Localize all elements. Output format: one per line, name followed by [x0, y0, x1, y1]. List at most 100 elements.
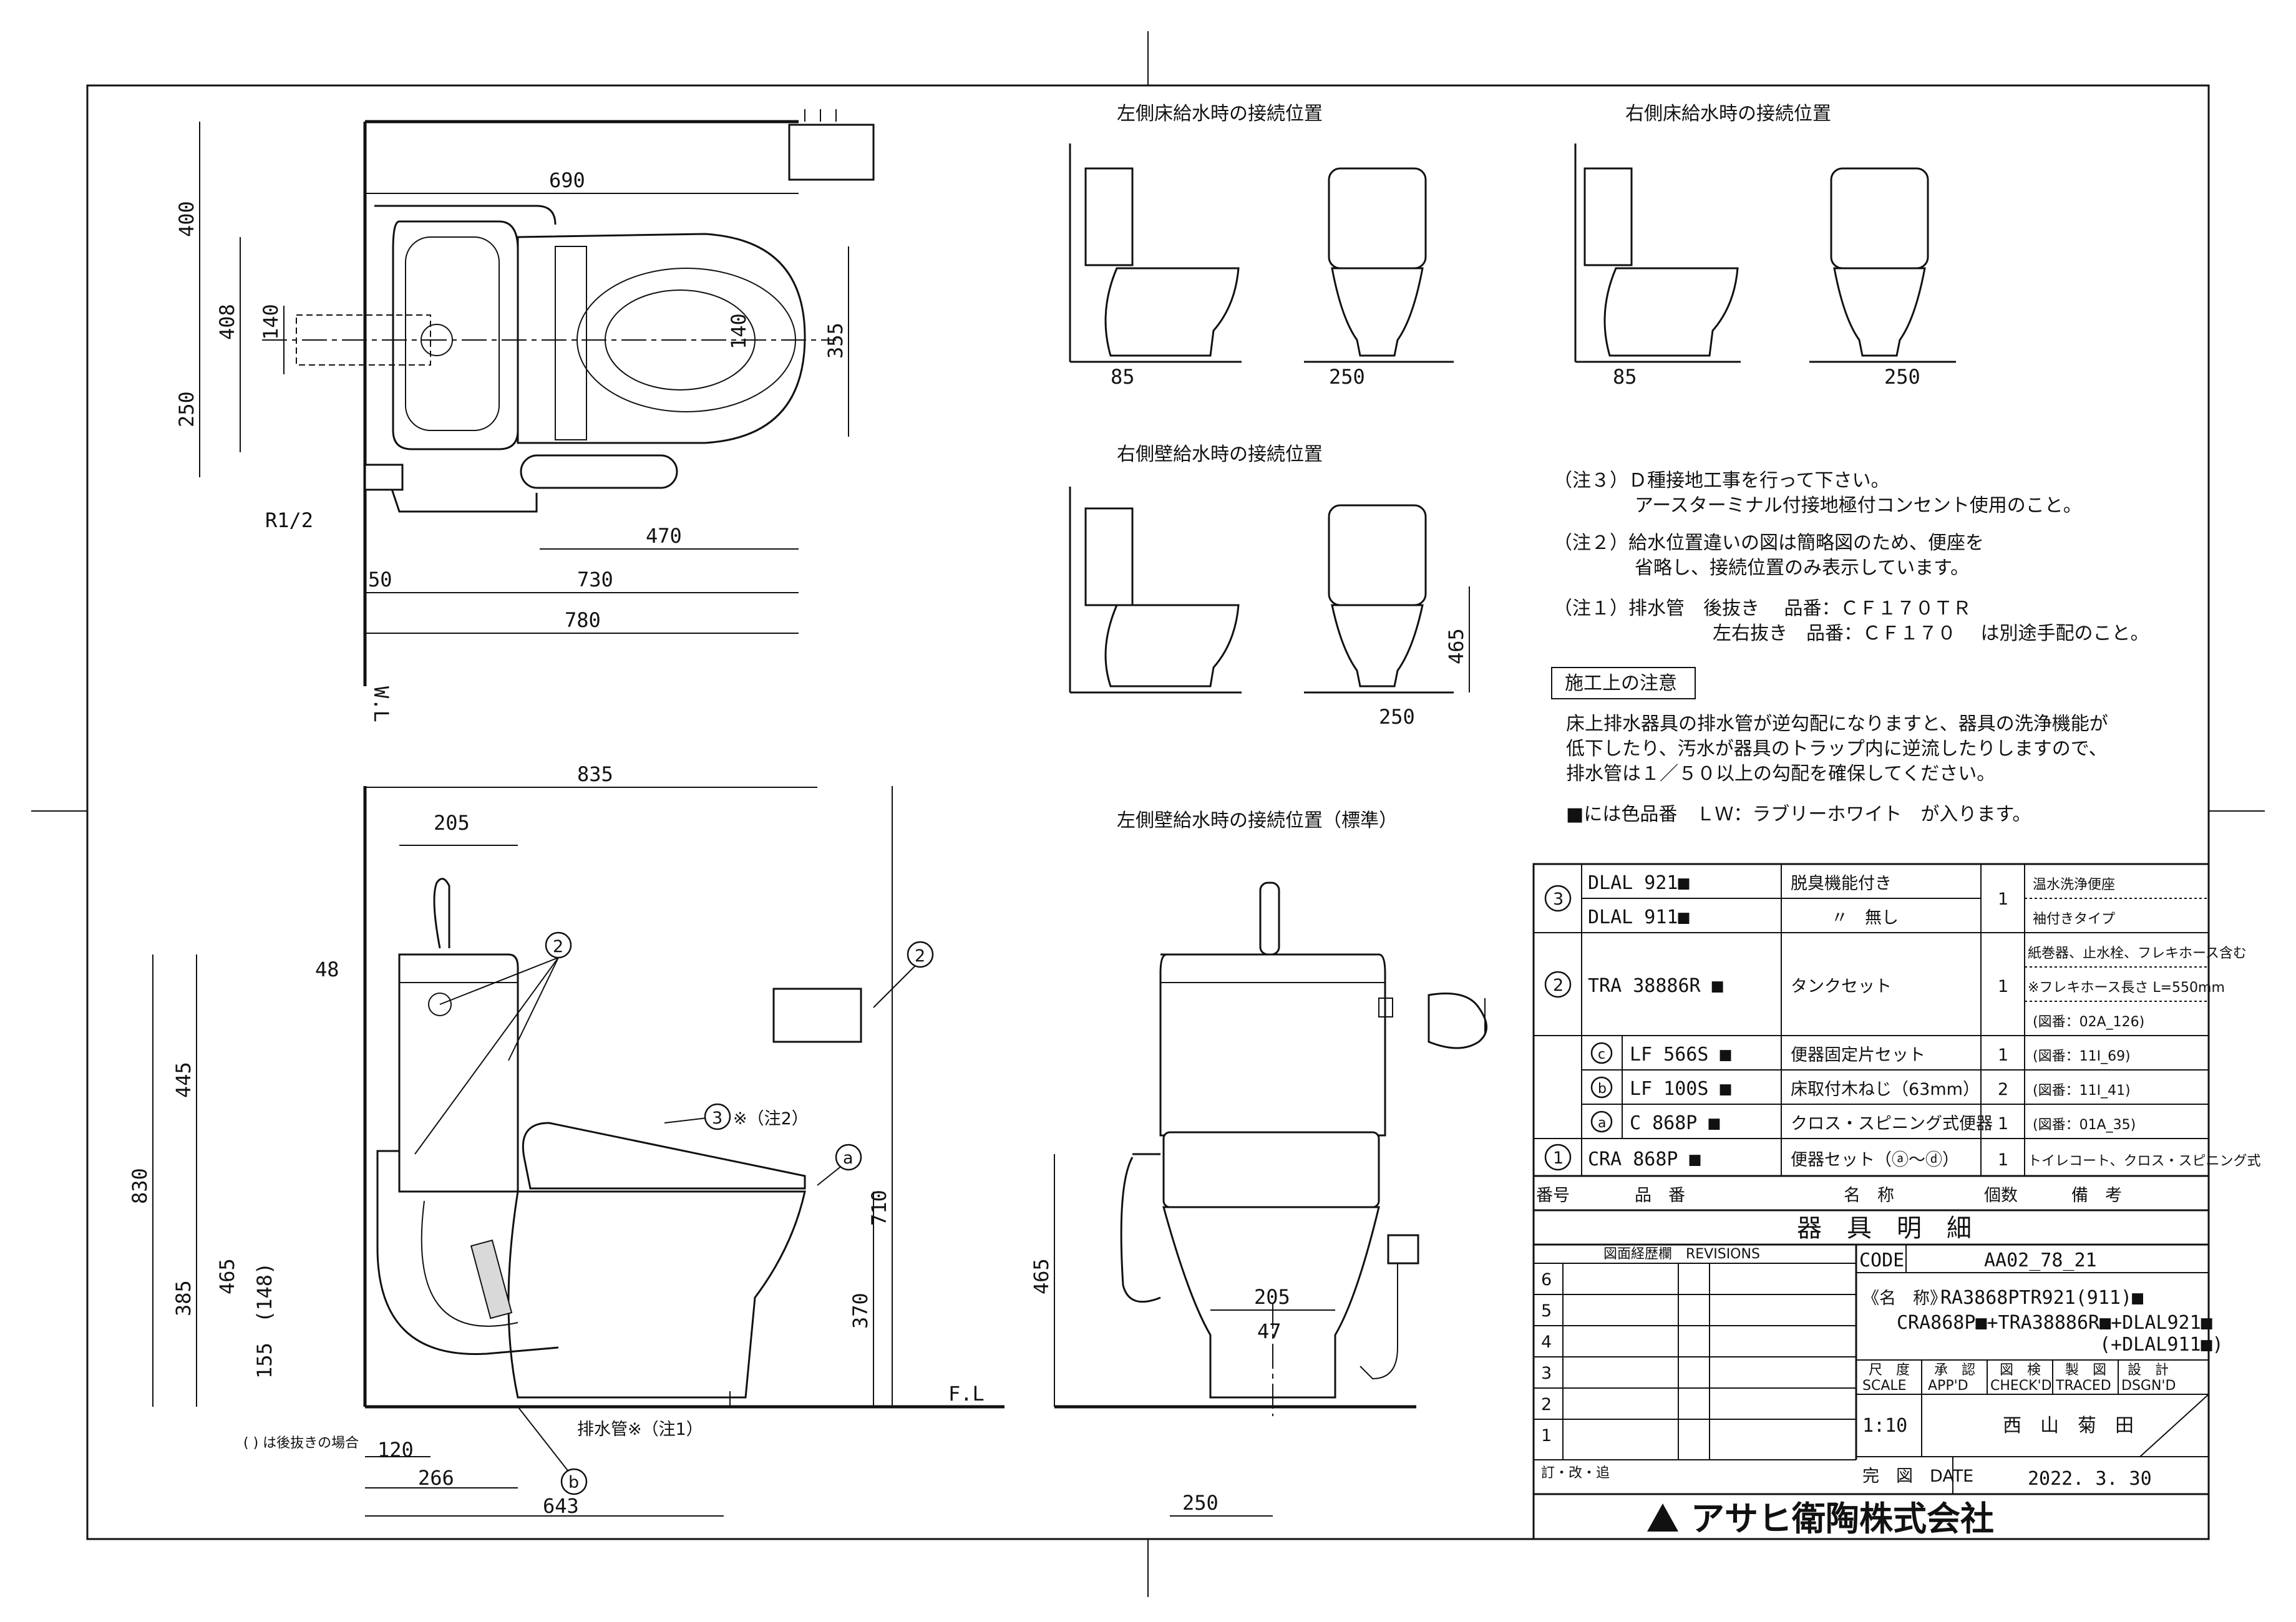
table-title: 器 具 明 細	[1797, 1214, 1972, 1243]
row-code: C 868P ■	[1630, 1112, 1720, 1134]
label-wl: W.L	[369, 686, 393, 722]
dim-47: 47	[1257, 1319, 1282, 1343]
dim-120: 120	[377, 1438, 414, 1462]
row-remark: 温水洗浄便座	[2033, 877, 2115, 893]
callout-3-note: ※（注2）	[733, 1109, 809, 1129]
dim-140-right: 140	[727, 313, 751, 349]
row-qty: 1	[1998, 977, 2008, 996]
dim-408: 408	[215, 304, 239, 340]
dim-385: 385	[172, 1280, 195, 1316]
note-1-line-1: （注１）排水管 後抜き 品番：ＣＦ１７０ＴＲ	[1554, 598, 1972, 619]
head-no: 番号	[1536, 1186, 1570, 1205]
rev-mark-4: 4	[1541, 1333, 1552, 1352]
callout-3: 3	[712, 1109, 722, 1128]
dim-780: 780	[565, 608, 601, 632]
sign-head-app: 承 認	[1934, 1362, 1975, 1378]
row-name: 脱臭機能付き	[1791, 874, 1892, 893]
side-view	[363, 786, 1004, 1409]
caution-line-2: 低下したり、汚水が器具のトラップ内に逆流したりしますので、	[1566, 738, 2108, 760]
row-remark: (図番：11I_69)	[2033, 1049, 2131, 1064]
row-name: クロス・スピニング式便器	[1791, 1114, 1993, 1134]
signers: 西 山 菊 田	[2003, 1415, 2134, 1437]
dim-400: 400	[175, 201, 198, 237]
revisions-title: 図面経歴欄 REVISIONS	[1603, 1246, 1760, 1262]
dim-355: 355	[824, 323, 847, 359]
title-right-floor: 右側床給水時の接続位置	[1625, 103, 1831, 125]
dim-830: 830	[128, 1168, 152, 1204]
row-qty: 1	[1998, 1114, 2008, 1134]
dimension-lines	[152, 122, 1470, 1517]
rev-mark-3: 3	[1541, 1364, 1552, 1383]
dim-690: 690	[549, 168, 585, 192]
dim-250-a: 250	[1329, 365, 1365, 389]
note-2-line-2: 省略し、接続位置のみ表示しています。	[1635, 557, 1969, 579]
bowl-plan	[517, 233, 806, 444]
dim-r12: R1/2	[265, 508, 313, 532]
rev-mark-6: 6	[1541, 1270, 1552, 1289]
dim-730: 730	[577, 568, 613, 591]
seat-side	[522, 1122, 806, 1190]
rev-mark-1: 1	[1541, 1426, 1552, 1445]
sign-head-check-en: CHECK'D	[1990, 1378, 2052, 1394]
dim-205: 205	[434, 811, 470, 835]
dim-445: 445	[172, 1062, 195, 1098]
caution-line-3: 排水管は１／５０以上の勾配を確保してください。	[1566, 763, 1995, 785]
dim-140-left: 140	[259, 304, 283, 340]
title-left-wall-standard: 左側壁給水時の接続位置（標準）	[1117, 810, 1398, 832]
dim-470: 470	[646, 524, 682, 548]
sign-head-traced: 製 図	[2065, 1362, 2106, 1378]
dim-148: (148)	[253, 1263, 276, 1323]
dim-835: 835	[577, 762, 613, 786]
parts-table	[1532, 863, 2210, 1540]
note-back-outlet: ( ) は後抜きの場合	[243, 1435, 359, 1451]
head-remark: 備 考	[2071, 1186, 2122, 1205]
date-value: 2022. 3. 30	[2028, 1468, 2152, 1490]
rev-mark-5: 5	[1541, 1301, 1552, 1321]
parts-rows: 3 DLAL 921■ 脱臭機能付き 1 温水洗浄便座 DLAL 911■ 〃 …	[1553, 872, 2261, 1170]
dim-250-b: 250	[1884, 365, 1920, 389]
bowl-front	[1162, 1206, 1380, 1399]
row-remark: (図番：02A_126)	[2033, 1014, 2144, 1030]
note-1-line-2: 左右抜き 品番：ＣＦ１７０ は別途手配のこと。	[1713, 623, 2149, 644]
sign-head-app-en: APP'D	[1928, 1378, 1968, 1394]
dim-85-a: 85	[1111, 365, 1135, 389]
code-label: CODE	[1859, 1250, 1904, 1271]
color-note: ■には色品番 ＬＷ：ラブリーホワイト が入ります。	[1566, 804, 2031, 825]
row-no: a	[1598, 1115, 1606, 1131]
name-line-1: RA3868PTR921(911)■	[1940, 1287, 2143, 1309]
date-label: 完 図 DATE	[1862, 1467, 1973, 1486]
sign-head-check: 図 検	[2000, 1362, 2041, 1378]
callout-a: a	[843, 1149, 854, 1168]
dim-266: 266	[418, 1466, 454, 1490]
row-code: LF 566S ■	[1630, 1044, 1731, 1066]
caution-line-1: 床上排水器具の排水管が逆勾配になりますと、器具の洗浄機能が	[1566, 713, 2108, 735]
callout-2-side: 2	[553, 937, 563, 956]
row-code: LF 100S ■	[1630, 1078, 1731, 1100]
company-name: アサヒ衛陶株式会社	[1691, 1499, 1994, 1538]
dim-85-b: 85	[1613, 365, 1637, 389]
dim-250-c: 250	[1379, 705, 1415, 729]
name-line-2: CRA868P■+TRA38886R■+DLAL921■	[1897, 1312, 2212, 1334]
tank-front	[1159, 953, 1386, 1137]
callout-b: b	[568, 1473, 579, 1492]
title-right-wall: 右側壁給水時の接続位置	[1117, 444, 1323, 465]
head-name: 名 称	[1844, 1186, 1894, 1205]
name-label: 《名 称》	[1862, 1289, 1947, 1308]
row-qty: 1	[1998, 890, 2008, 909]
dim-48: 48	[315, 958, 339, 981]
dim-465-b: 465	[1444, 628, 1468, 664]
row-no: 1	[1553, 1149, 1564, 1168]
row-name: 床取付木ねじ（63mm）	[1791, 1080, 1980, 1099]
row-name: タンクセット	[1791, 977, 1892, 996]
small-views	[1069, 143, 1956, 694]
dim-155: 155	[253, 1343, 276, 1379]
head-qty: 個数	[1984, 1186, 2018, 1205]
row-remark: (図番：11I_41)	[2033, 1083, 2131, 1099]
sign-head-scale-en: SCALE	[1862, 1378, 1907, 1394]
note-3-line-1: （注３）Ｄ種接地工事を行って下さい。	[1554, 470, 1890, 492]
row-remark: (図番：01A_35)	[2033, 1117, 2136, 1133]
label-drain-pipe: 排水管※（注1）	[577, 1420, 703, 1439]
row-name: 便器セット（ⓐ～ⓓ）	[1791, 1150, 1959, 1170]
callout-2-holder: 2	[915, 946, 925, 966]
